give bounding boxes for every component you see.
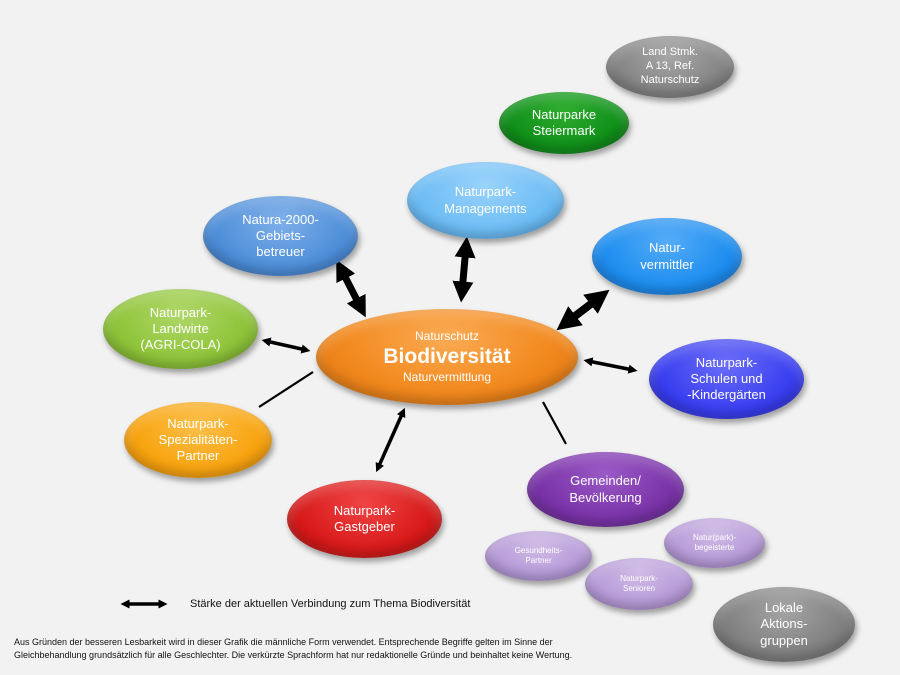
node-label-line: Naturschutz [640,73,700,86]
footnote-line-2: Gleichbehandlung grundsätzlich für alle … [14,650,573,661]
node-naturpark-landwirte: Naturpark- Landwirte (AGRI-COLA) [103,289,258,369]
node-label-line: Lokale [764,600,804,616]
node-label-line: Naturpark- [167,415,229,431]
node-label-line: Gebiets- [255,227,306,243]
node-label-line: Partner [176,448,220,464]
footnote: Aus Gründen der besseren Lesbarkeit wird… [14,636,634,662]
node-naturpark-gastgeber: Naturpark- Gastgeber [287,480,442,558]
node-naturpark-managements: Naturpark- Managements [407,162,564,239]
center-subtitle-naturschutz: Naturschutz [414,328,480,343]
node-land-stmk: Land Stmk. A 13, Ref. Naturschutz [606,36,734,98]
node-lokale-aktionsgruppen: Lokale Aktions- gruppen [713,587,855,662]
node-label-line: Gesundheits- [514,546,563,555]
node-label-line: Gemeinden/ [570,473,641,489]
node-label-line: Spezialitäten- [158,431,238,447]
connector-naturpark-schulen [583,357,638,374]
node-label-line: Naturpark- [149,304,212,320]
footnote-line-1: Aus Gründen der besseren Lesbarkeit wird… [14,637,553,647]
node-natura-2000: Natura-2000- Gebiets- betreuer [203,196,358,276]
connector-naturpark-managements [452,236,476,303]
node-label-line: Naturpark- [620,574,658,583]
node-label-line: Partner [525,556,552,565]
node-label-line: Gastgeber [334,519,395,534]
legend: Stärke der aktuellen Verbindung zum Them… [122,598,470,610]
node-label-line: Bevölkerung [569,489,642,505]
node-label-line: Aktions- [760,616,808,632]
node-label-line: gruppen [760,632,808,648]
node-gemeinden: Gemeinden/ Bevölkerung [527,452,684,527]
center-node-biodiversitaet: Naturschutz Biodiversität Naturvermittlu… [316,309,578,405]
connector-spezialitaeten-partner [258,371,314,408]
node-label-line: Steiermark [532,123,596,138]
node-label-line: Managements [444,200,527,216]
connector-naturvermittler [556,289,610,331]
node-label-line: betreuer [256,244,305,260]
node-label-line: Senioren [622,584,656,593]
node-spezialitaeten-partner: Naturpark- Spezialitäten- Partner [124,402,272,478]
node-label-line: Natur(park)- [692,533,737,542]
connector-naturpark-landwirte [261,337,311,354]
node-label-line: Schulen und [690,370,763,386]
node-label-line: Landwirte [152,320,209,336]
node-label-line: Natur- [648,240,686,256]
node-label-line: Naturpark- [695,354,758,370]
node-label-line: vermittler [640,256,694,272]
node-naturpark-senioren: Naturpark- Senioren [585,558,693,610]
node-label-line: A 13, Ref. [645,60,695,73]
node-gesundheits-partner: Gesundheits- Partner [485,531,592,581]
node-label-line: -Kindergärten [687,387,766,403]
node-label-line: Land Stmk. [642,46,698,59]
center-subtitle-naturvermittlung: Naturvermittlung [402,370,492,385]
legend-text: Stärke der aktuellen Verbindung zum Them… [190,598,471,610]
node-naturpark-schulen: Naturpark- Schulen und -Kindergärten [649,339,804,419]
node-naturvermittler: Natur- vermittler [592,218,742,295]
node-naturpark-begeisterte: Natur(park)- begeisterte [664,518,765,568]
connector-naturpark-gastgeber [375,407,406,473]
node-label-line: Naturpark- [333,502,396,518]
node-naturparke-steiermark: Naturparke Steiermark [499,92,629,154]
node-label-line: Naturpark- [454,184,517,200]
node-label-line: (AGRI-COLA) [140,337,221,353]
node-label-line: Naturparke [531,106,597,122]
center-title: Biodiversität [383,344,511,368]
node-label-line: Natura-2000- [242,211,319,227]
connector-gemeinden [542,401,567,445]
node-label-line: begeisterte [694,543,735,552]
connector-natura-2000 [336,259,366,318]
